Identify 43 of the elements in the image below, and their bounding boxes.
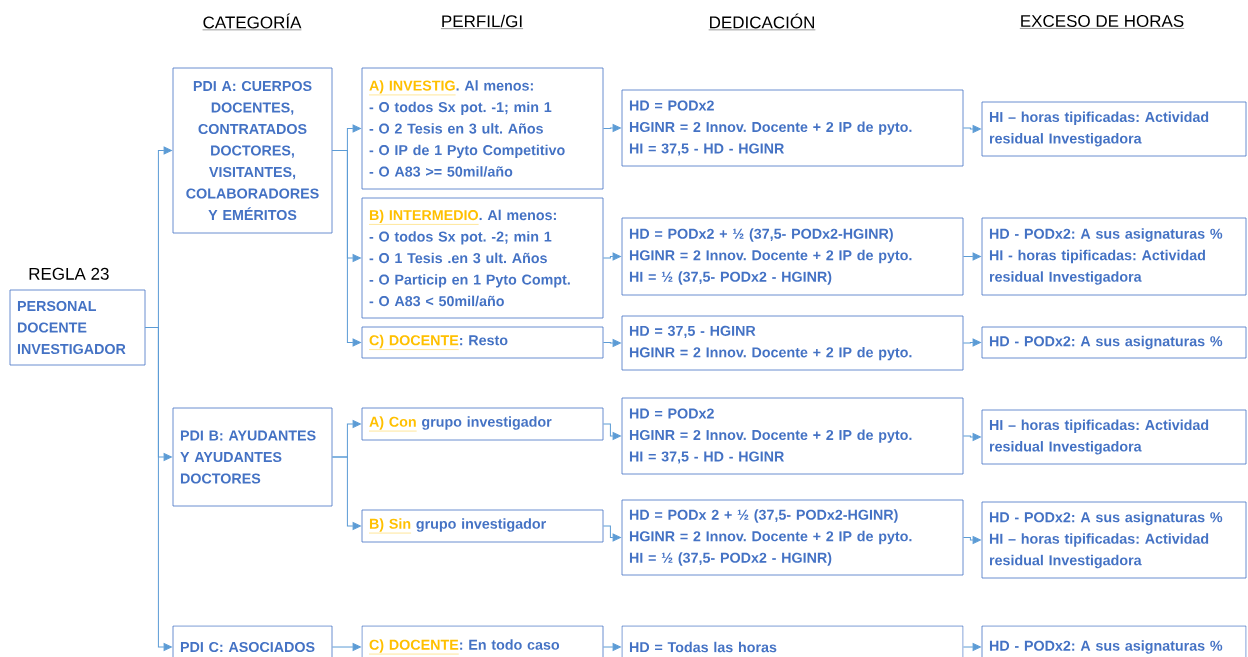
- arrow: [962, 643, 981, 651]
- profile-box: B) Sin grupo investigador: [361, 509, 604, 543]
- profile-box: C) DOCENTE: Resto: [361, 326, 604, 359]
- dedication-box: HD = PODx2 + ½ (37,5- PODx2-HGINR) HGINR = 2 Innov. Docente + 2 IP de pyto. HI = ½ (37,5- PODx2 - HGINR): [621, 217, 964, 296]
- dedication-box: HD = PODx 2 + ½ (37,5- PODx2-HGINR) HGINR = 2 Innov. Docente + 2 IP de pyto. HI = ½ (37,5- PODx2 - HGINR): [621, 499, 964, 576]
- arrow: [602, 643, 621, 651]
- arrow: [602, 423, 621, 440]
- profile-box: C) DOCENTE: En todo caso: [361, 625, 604, 657]
- arrow: [962, 338, 981, 347]
- dedication-box: HD = PODx2 HGINR = 2 Innov. Docente + 2 IP de pyto. HI = 37,5 - HD - HGINR: [621, 397, 964, 475]
- rule-heading: REGLA 23: [29, 267, 109, 280]
- category-box: PDI C: ASOCIADOS: [172, 625, 333, 657]
- profile-box: A) INVESTIG. Al menos: - O todos Sx pot. -1; min 1 - O 2 Tesis en 3 ult. Años - O IP de 1 Pyto Competitivo - O A83 >= 50mil/año: [361, 67, 604, 190]
- arrow: [602, 525, 621, 542]
- arrow: [962, 433, 981, 441]
- arrow: [602, 124, 621, 132]
- excess-box: HD - PODx2: A sus asignaturas % HI – horas tipificadas: Actividad residual Investigadora: [981, 501, 1247, 579]
- personnel-box: PERSONAL DOCENTE INVESTIGADOR: [9, 289, 146, 366]
- arrow: [331, 150, 361, 347]
- arrow: [602, 252, 621, 261]
- arrow: [962, 125, 981, 133]
- profile-box: B) INTERMEDIO. Al menos: - O todos Sx pot. -2; min 1 - O 1 Tesis .en 3 ult. Años - O Particip en 1 Pyto Compt. - O A83 < 50mil/año: [361, 197, 604, 319]
- column-heading: EXCESO DE HORAS: [1019, 15, 1185, 29]
- dedication-box: HD = PODx2 HGINR = 2 Innov. Docente + 2 IP de pyto. HI = 37,5 - HD - HGINR: [621, 89, 964, 167]
- arrow: [962, 536, 981, 544]
- excess-box: HD - PODx2: A sus asignaturas % HI - horas tipificadas: Actividad residual Investigadora: [981, 217, 1247, 296]
- excess-box: HI – horas tipificadas: Actividad residual Investigadora: [981, 409, 1247, 465]
- arrow: [331, 456, 361, 530]
- dedication-box: HD = Todas las horas: [621, 625, 964, 657]
- profile-box: A) Con grupo investigador: [361, 407, 604, 441]
- column-heading: CATEGORÍA: [202, 13, 302, 31]
- column-heading: PERFIL/GI: [440, 14, 524, 29]
- arrow: [602, 339, 621, 347]
- arrow: [144, 327, 172, 651]
- column-heading: DEDICACIÓN: [708, 13, 816, 31]
- excess-box: HD - PODx2: A sus asignaturas %: [981, 326, 1247, 359]
- arrow: [962, 252, 981, 261]
- arrow: [331, 643, 361, 651]
- dedication-box: HD = 37,5 - HGINR HGINR = 2 Innov. Docente + 2 IP de pyto.: [621, 315, 964, 371]
- excess-box: HI – horas tipificadas: Actividad residual Investigadora: [981, 101, 1247, 157]
- category-box: PDI B: AYUDANTES Y AYUDANTES DOCTORES: [172, 407, 333, 507]
- category-box: PDI A: CUERPOS DOCENTES, CONTRATADOS DOCTORES, VISITANTES, COLABORADORES Y EMÉRITOS: [172, 67, 333, 234]
- excess-box: HD - PODx2: A sus asignaturas %: [981, 625, 1247, 657]
